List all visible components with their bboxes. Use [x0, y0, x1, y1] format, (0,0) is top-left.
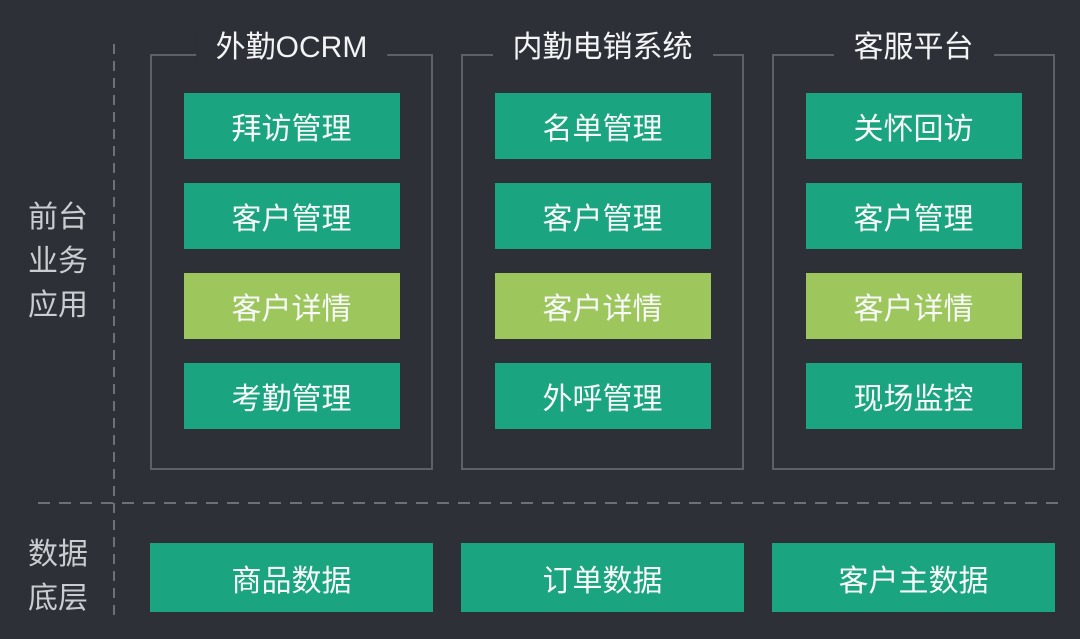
panel-box-list: 名单管理 客户管理 客户详情 外呼管理: [463, 56, 742, 429]
front-layer-label: 前台 业务 应用: [18, 196, 98, 328]
front-layer-label-line: 前台: [28, 201, 88, 234]
data-box-order: 订单数据: [461, 543, 744, 612]
panel-title: 内勤电销系统: [492, 30, 713, 66]
panel-customer-service: 客服平台 关怀回访 客户管理 客户详情 现场监控: [772, 30, 1055, 470]
data-box-product: 商品数据: [150, 543, 433, 612]
module-box: 客户管理: [183, 183, 400, 249]
module-box: 外呼管理: [494, 363, 711, 429]
data-layer-label: 数据 底层: [18, 533, 98, 621]
panel-box-list: 关怀回访 客户管理 客户详情 现场监控: [774, 56, 1053, 429]
horizontal-dashed-divider: [38, 502, 1060, 504]
front-layer-label-line: 应用: [28, 289, 88, 322]
module-box: 客户管理: [805, 183, 1022, 249]
module-box: 现场监控: [805, 363, 1022, 429]
module-box: 客户详情: [183, 273, 400, 339]
panel-title: 外勤OCRM: [195, 30, 388, 66]
module-box: 拜访管理: [183, 93, 400, 159]
data-box-customer-master: 客户主数据: [772, 543, 1055, 612]
front-layer-label-line: 业务: [28, 245, 88, 278]
panel-box-list: 拜访管理 客户管理 客户详情 考勤管理: [152, 56, 431, 429]
data-layer-label-line: 底层: [28, 582, 88, 615]
module-box: 名单管理: [494, 93, 711, 159]
module-box: 客户详情: [805, 273, 1022, 339]
panel-inhouse-telesales: 内勤电销系统 名单管理 客户管理 客户详情 外呼管理: [461, 30, 744, 470]
module-box: 客户管理: [494, 183, 711, 249]
module-box: 考勤管理: [183, 363, 400, 429]
panel-title: 客服平台: [833, 30, 994, 66]
module-box: 关怀回访: [805, 93, 1022, 159]
module-box: 客户详情: [494, 273, 711, 339]
vertical-dashed-divider: [113, 44, 115, 620]
data-layer-label-line: 数据: [28, 538, 88, 571]
panel-field-ocrm: 外勤OCRM 拜访管理 客户管理 客户详情 考勤管理: [150, 30, 433, 470]
